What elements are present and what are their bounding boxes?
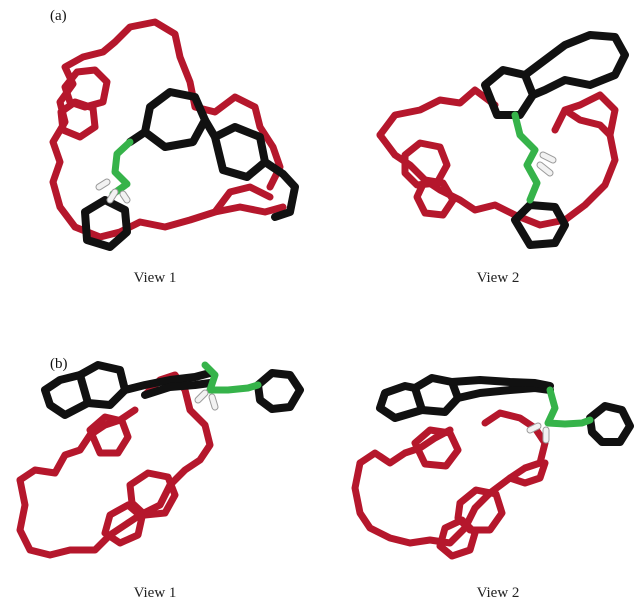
- macrocycle-ring: [49, 18, 287, 241]
- structure-b-view2: [351, 374, 634, 560]
- structure-b-view1: [16, 361, 304, 559]
- structure-a-view1: [49, 18, 299, 251]
- structure-a-view2: [376, 31, 629, 249]
- hydrogen-atoms: [527, 423, 549, 443]
- ammonium-linker: [544, 386, 594, 428]
- ammonium-linker: [511, 111, 541, 204]
- ammonium-linker: [201, 361, 262, 394]
- hydrogen-atoms: [96, 179, 130, 203]
- aromatic-axle: [41, 361, 304, 419]
- caption-b-view2: View 2: [476, 585, 520, 601]
- macrocycle-ring: [376, 86, 619, 229]
- caption-b-view1: View 1: [133, 585, 177, 601]
- aromatic-axle: [376, 374, 634, 446]
- ammonium-linker: [109, 138, 134, 198]
- macrocycle-ring: [16, 371, 214, 559]
- aromatic-axle: [81, 88, 299, 251]
- hydrogen-atoms: [195, 390, 218, 410]
- aromatic-axle: [481, 31, 629, 249]
- panel-label-b: (b): [50, 356, 68, 372]
- macrocycle-ring: [351, 409, 549, 560]
- caption-a-view1: View 1: [133, 270, 177, 286]
- caption-a-view2: View 2: [476, 270, 520, 286]
- panel-label-a: (a): [50, 8, 67, 24]
- hydrogen-atoms: [537, 152, 556, 176]
